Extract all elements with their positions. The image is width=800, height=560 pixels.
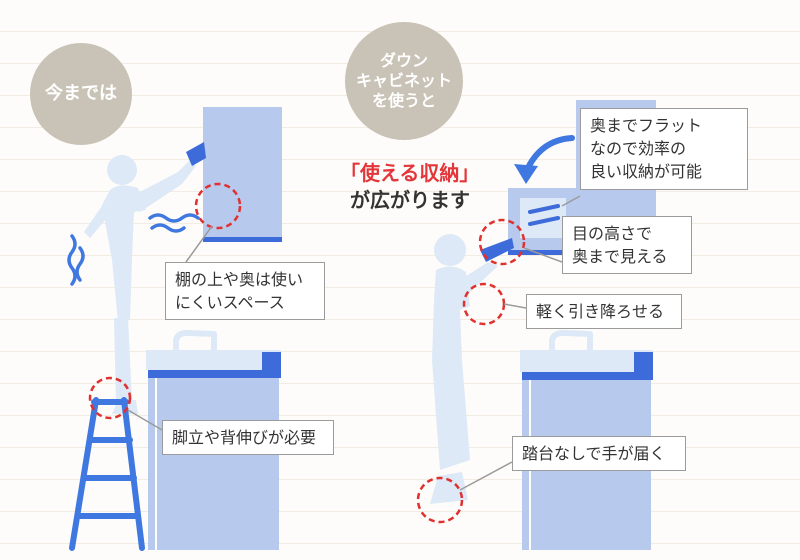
left-wall-cabinet [203,107,282,241]
stepladder-icon [69,397,145,551]
callout-see-to-back-line-1: 目の高さで [572,224,653,243]
shake-lines-icon [67,213,200,286]
left-highlight-cabinet-top [194,182,242,230]
left-highlight-ladder-top [88,376,132,420]
callout-reach-without-stool: 踏台なしで手が届く [512,436,686,472]
badge-before: 今までは [30,43,132,145]
callout-pull-down-easily: 軽く引き降ろせる [526,294,682,330]
badge-after: ダウン キャビネット を使うと [345,22,463,140]
callout-ladder-needed: 脚立や背伸びが必要 [162,420,334,456]
left-base-cabinet [148,378,279,550]
right-highlight-feet [416,476,464,524]
right-person [430,234,498,504]
right-counter-top-blue-edge [522,372,653,380]
badge-after-line-2: キャビネット [355,71,452,90]
right-pointer-3 [503,303,527,309]
headline: 「使える収納」 が広がります [340,160,479,214]
callout-flat-efficient-storage-line-2: なので効率の [590,139,687,159]
callout-reach-without-stool-text: 踏台なしで手が届く [522,444,666,463]
right-pointer-2 [523,247,563,263]
left-person [84,155,196,414]
left-pointer-2 [127,409,163,431]
right-counter-side-cap [634,352,653,372]
headline-black: が広がります [350,188,470,212]
callout-flat-efficient-storage: 奥までフラット なので効率の 良い収納が可能 [580,108,748,190]
pulled-down-cabinet-bottom-edge [508,250,578,255]
callout-flat-efficient-storage-line-1: 奥までフラット [590,116,703,135]
left-wall-cabinet-bottom-edge [203,237,282,242]
curved-arrow-head [514,164,538,184]
callout-hard-to-use-space-line-1: 棚の上や奥は使い [175,270,304,289]
left-counter-top-blue-edge [148,370,281,378]
pulled-down-shelf-items [528,204,560,226]
callout-hard-to-use-space-line-2: にくいスペース [175,293,285,313]
badge-after-line-3: を使うと [371,91,436,110]
left-held-item [186,142,206,166]
left-pointer-1 [185,225,213,263]
pull-down-handle [480,238,514,262]
callout-see-to-back-line-2: 奥まで見える [572,247,668,267]
left-counter-side-cap [262,352,281,370]
callout-hard-to-use-space: 棚の上や奥は使い にくいスペース [165,262,325,321]
right-highlight-eye-level [478,218,526,266]
badge-before-text: 今までは [45,82,117,104]
callout-see-to-back: 目の高さで 奥まで見える [562,216,692,275]
left-faucet [173,329,217,355]
callout-ladder-needed-text: 脚立や背伸びが必要 [172,428,317,447]
right-faucet [549,329,593,355]
right-counter-top [520,350,653,372]
badge-after-line-1: ダウン [379,51,428,70]
right-pointer-4 [459,461,513,491]
callout-flat-efficient-storage-line-3: 良い収納が可能 [590,162,703,182]
right-pointer-1 [561,195,581,207]
left-counter-top [146,350,281,370]
callout-pull-down-easily-text: 軽く引き降ろせる [536,302,665,321]
headline-red: 「使える収納」 [340,161,480,185]
